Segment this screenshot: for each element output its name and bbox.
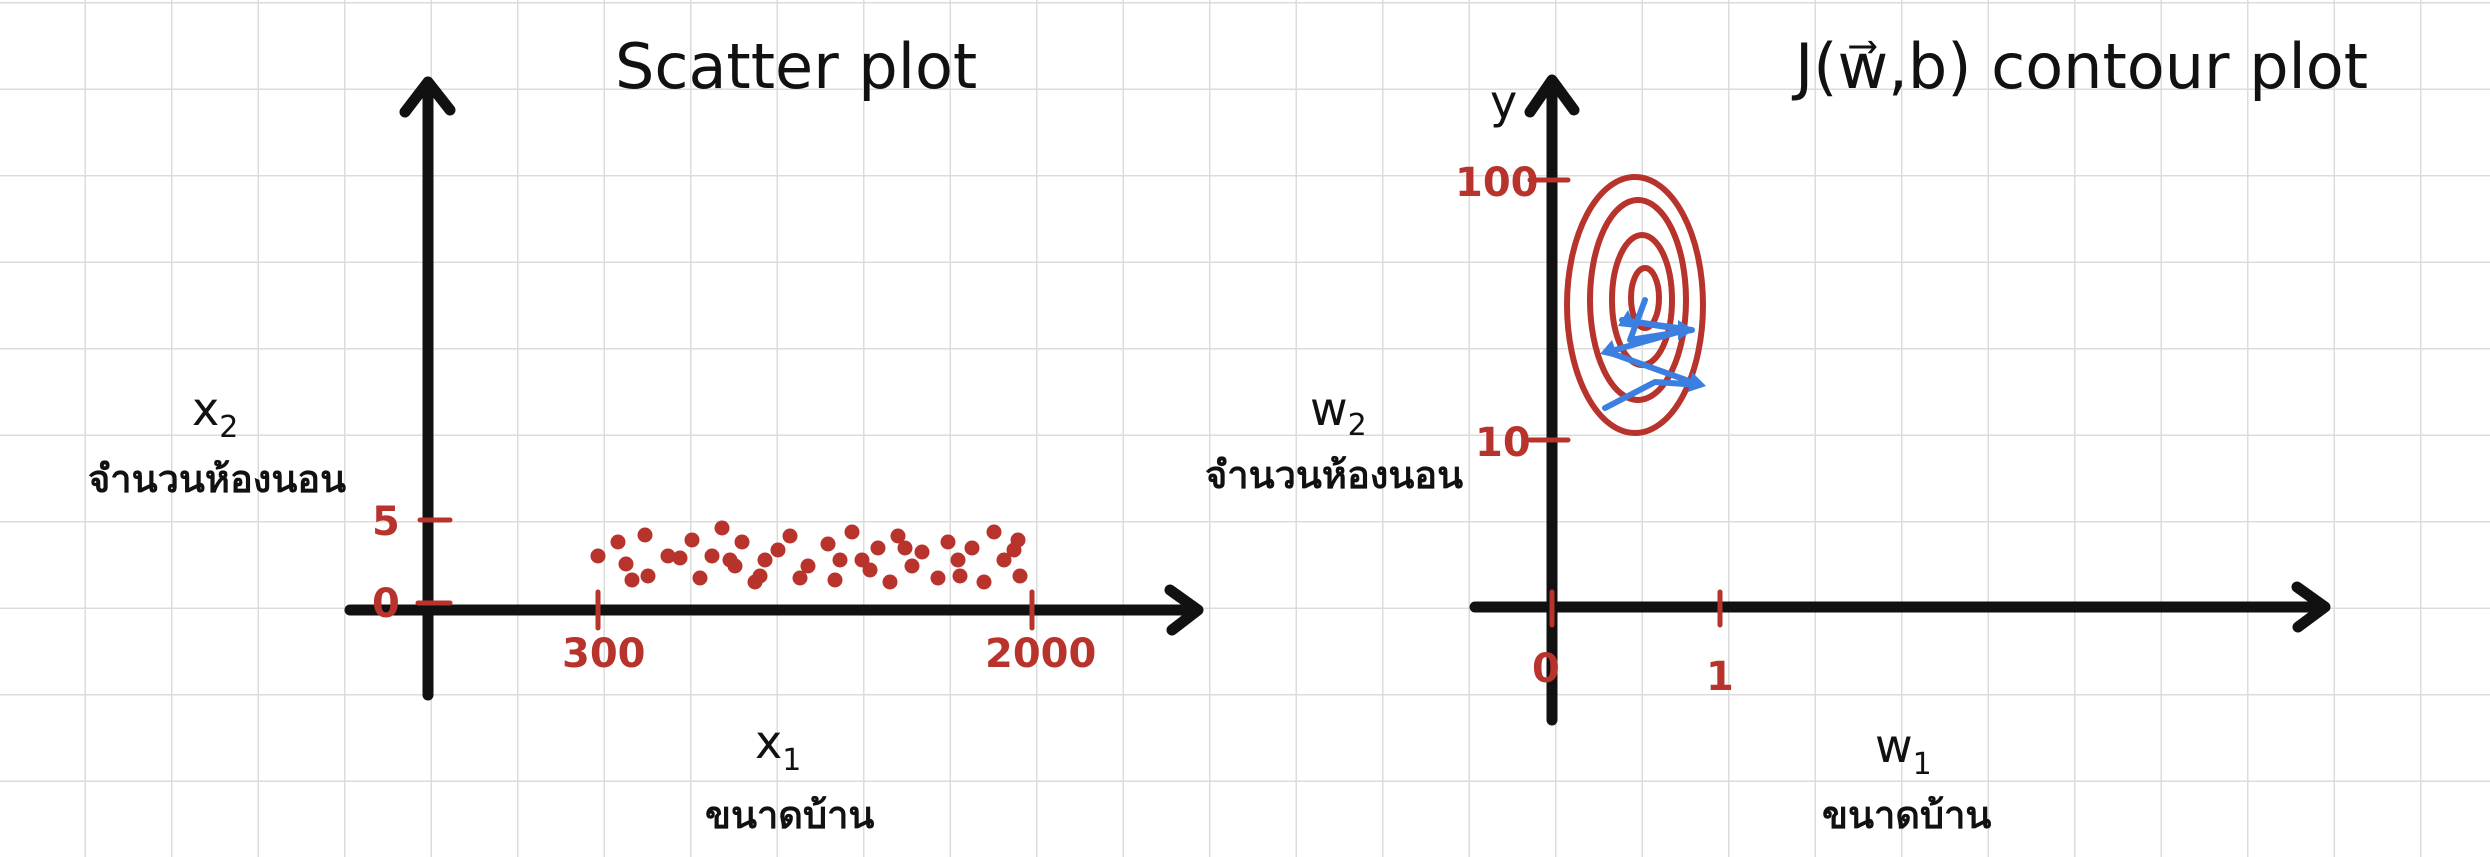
scatter-point: [722, 552, 738, 568]
scatter-point: [820, 536, 836, 552]
contour-y-axis-letter: y: [1490, 75, 1517, 129]
scatter-point: [1010, 532, 1026, 548]
scatter-point: [950, 552, 966, 568]
contour-y-label: w2: [1310, 382, 1367, 443]
scatter-x-tick-label-2000: 2000: [985, 631, 1096, 677]
scatter-x-tick-label-300: 300: [562, 631, 646, 677]
scatter-point: [1012, 568, 1028, 584]
scatter-point: [832, 552, 848, 568]
scatter-point: [752, 568, 768, 584]
scatter-point: [844, 524, 860, 540]
contour-y-arrowhead: [1524, 74, 1580, 118]
contour-x-arrowhead: [2291, 581, 2331, 633]
scatter-x-thai-label: ขนาดบ้าน: [705, 795, 874, 837]
scatter-point: [914, 544, 930, 560]
scatter-point: [792, 570, 808, 586]
scatter-y-tick-label-5: 5: [372, 499, 400, 545]
scatter-point: [770, 542, 786, 558]
scatter-point: [618, 556, 634, 572]
scatter-x-arrowhead: [1164, 584, 1204, 636]
scatter-point: [897, 540, 913, 556]
scatter-point: [672, 550, 688, 566]
contour-x-tick-label-0: 0: [1532, 646, 1560, 692]
scatter-y-tick-label-0: 0: [372, 581, 400, 627]
contour-y-tick-label-100: 100: [1455, 160, 1539, 206]
scatter-point: [862, 562, 878, 578]
scatter-points: [590, 520, 1028, 590]
scatter-point: [660, 548, 676, 564]
scatter-plot: Scatter plot 5 0 300 2000 x2 จำนวนห้องนอ…: [88, 30, 1204, 837]
scatter-point: [704, 548, 720, 564]
scatter-point: [870, 540, 886, 556]
contour-x-thai-label: ขนาดบ้าน: [1822, 795, 1991, 837]
contour-ring-1: [1564, 174, 1706, 436]
contour-y-thai-label: จำนวนห้องนอน: [1205, 455, 1463, 497]
scatter-point: [637, 527, 653, 543]
scatter-point: [734, 534, 750, 550]
contour-ring-4: [1628, 265, 1662, 331]
contour-x-tick-label-1: 1: [1706, 654, 1734, 700]
scatter-point: [882, 574, 898, 590]
scatter-point: [952, 568, 968, 584]
scatter-point: [996, 552, 1012, 568]
contour-title: J(w⃗,b) contour plot: [1791, 30, 2368, 103]
scatter-title: Scatter plot: [615, 30, 977, 103]
scatter-point: [986, 524, 1002, 540]
scatter-point: [590, 548, 606, 564]
scatter-point: [904, 558, 920, 574]
scatter-point: [624, 572, 640, 588]
scatter-point: [757, 552, 773, 568]
scatter-point: [692, 570, 708, 586]
scatter-point: [964, 540, 980, 556]
scatter-y-thai-label: จำนวนห้องนอน: [88, 459, 346, 501]
scatter-point: [930, 570, 946, 586]
scatter-point: [976, 574, 992, 590]
scatter-point: [684, 532, 700, 548]
scatter-y-arrowhead: [399, 76, 456, 118]
contour-ellipses: [1564, 174, 1706, 436]
scatter-point: [890, 528, 906, 544]
scatter-point: [854, 552, 870, 568]
gradient-descent-arrowheads: [1600, 310, 1706, 392]
contour-plot: J(w⃗,b) contour plot y 100 10 0 1: [1205, 30, 2368, 837]
contour-x-label: w1: [1875, 719, 1932, 782]
scatter-point: [610, 534, 626, 550]
scatter-point: [940, 534, 956, 550]
scatter-point: [714, 520, 730, 536]
scatter-point: [782, 528, 798, 544]
scatter-point: [640, 568, 656, 584]
contour-ring-2: [1587, 197, 1689, 403]
scatter-y-label: x2: [192, 382, 238, 445]
scatter-point: [827, 572, 843, 588]
contour-y-tick-label-10: 10: [1475, 420, 1531, 466]
scatter-x-label: x1: [755, 715, 801, 778]
scatter-point: [800, 558, 816, 574]
